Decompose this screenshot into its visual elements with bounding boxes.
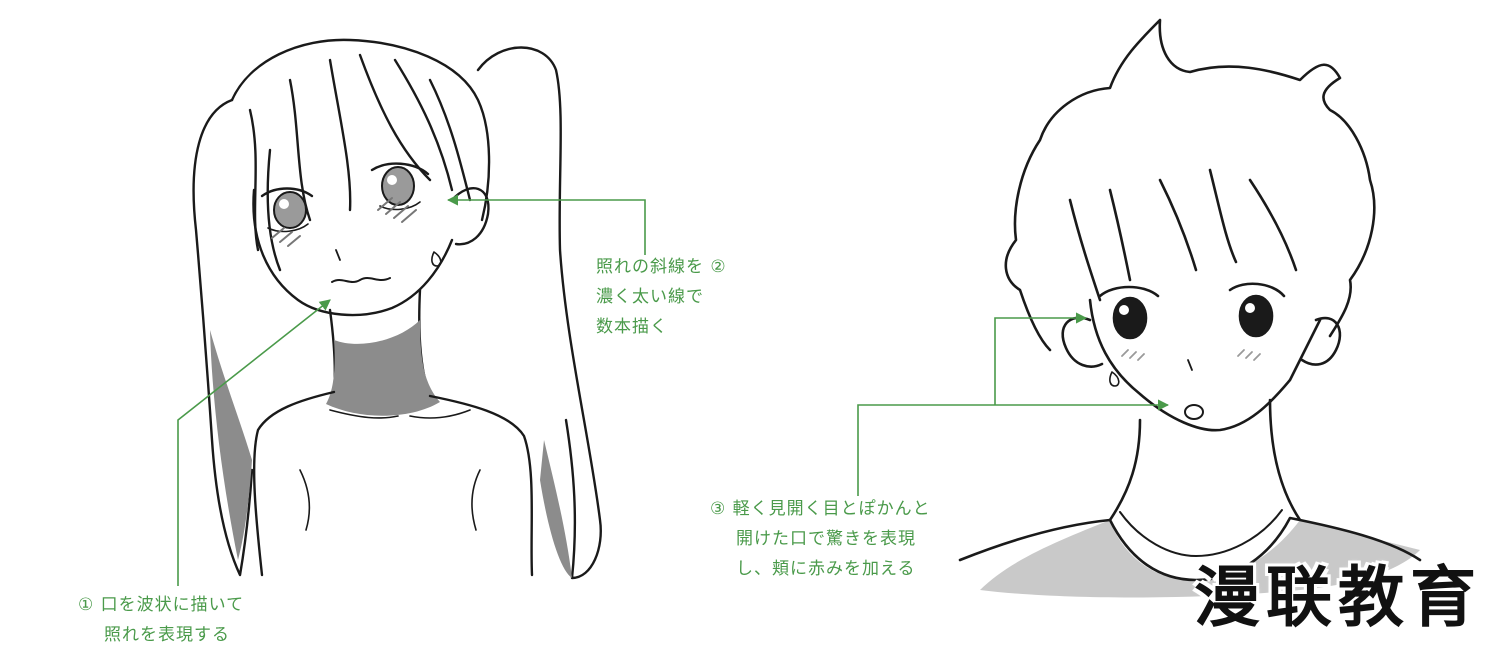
boy-left-eye bbox=[1098, 285, 1160, 340]
girl-blush-lines bbox=[271, 197, 417, 247]
note-3-line-2: 開けた口で驚きを表現 bbox=[736, 529, 916, 549]
boy-shirt bbox=[958, 516, 1422, 582]
boy-neck bbox=[1108, 398, 1302, 522]
note-1-line-1: 口を波状に描いて bbox=[100, 595, 245, 615]
boy-sweat-drop bbox=[1109, 371, 1120, 387]
girl-right-twintail bbox=[476, 46, 602, 580]
boy-left-ear bbox=[1061, 316, 1104, 368]
note-2-line-2: 濃く太い線で bbox=[596, 287, 704, 307]
girl-nose bbox=[335, 249, 341, 261]
girl-chest-lines bbox=[299, 469, 481, 531]
note-1-marker: ① bbox=[78, 595, 95, 615]
note-2-line-3: 数本描く bbox=[596, 317, 668, 337]
girl-left-eye bbox=[260, 187, 314, 233]
girl-face-outline bbox=[252, 188, 454, 317]
girl-right-hair-shadow bbox=[540, 440, 572, 578]
note-1-line-2: 照れを表現する bbox=[104, 625, 230, 645]
girl-ear bbox=[450, 187, 490, 246]
note-2-line-1: 照れの斜線を bbox=[596, 257, 704, 277]
annotation-note-3: ③ 軽く見開く目とぽかんと 開けた口で驚きを表現 し、頬に赤みを加える bbox=[710, 494, 931, 584]
note-3-line-1: 軽く見開く目とぽかんと bbox=[732, 499, 931, 519]
girl-neck-shadow bbox=[326, 320, 440, 416]
leader-line-2 bbox=[446, 194, 646, 255]
boy-figure bbox=[958, 18, 1422, 598]
girl-collarbone bbox=[329, 409, 471, 419]
girl-sweat-drop bbox=[431, 251, 442, 267]
note-2-marker: ② bbox=[710, 257, 727, 277]
boy-open-mouth bbox=[1184, 404, 1204, 420]
boy-shirt-collar bbox=[1119, 509, 1283, 557]
girl-hair-top bbox=[230, 38, 491, 222]
boy-nose bbox=[1187, 359, 1193, 371]
boy-face-outline bbox=[1088, 298, 1322, 432]
girl-bangs bbox=[248, 53, 472, 272]
girl-left-hair-shadow bbox=[210, 330, 252, 560]
annotation-leaders bbox=[177, 194, 1170, 586]
note-3-line-3: し、頬に赤みを加える bbox=[736, 559, 916, 579]
leader-line-3b bbox=[994, 312, 1088, 405]
annotation-note-1: ① 口を波状に描いて 照れを表現する bbox=[78, 590, 244, 650]
boy-right-eye bbox=[1228, 282, 1286, 338]
watermark-logo: 漫联教育 bbox=[1194, 558, 1482, 636]
boy-hair bbox=[1004, 18, 1376, 352]
girl-left-twintail bbox=[192, 98, 254, 577]
leader-line-3a bbox=[857, 399, 1170, 496]
note-3-marker: ③ bbox=[710, 499, 727, 519]
boy-bangs bbox=[1068, 168, 1298, 302]
girl-figure bbox=[192, 38, 602, 580]
boy-shirt-shadow bbox=[980, 520, 1420, 598]
boy-right-ear bbox=[1300, 316, 1342, 366]
boy-blush bbox=[1121, 349, 1261, 361]
annotation-note-2: 照れの斜線を ② 濃く太い線で 数本描く bbox=[596, 252, 727, 342]
girl-wavy-mouth bbox=[331, 277, 391, 283]
girl-shoulders bbox=[252, 390, 534, 577]
girl-right-eye bbox=[370, 162, 430, 211]
leader-line-1 bbox=[177, 299, 331, 586]
